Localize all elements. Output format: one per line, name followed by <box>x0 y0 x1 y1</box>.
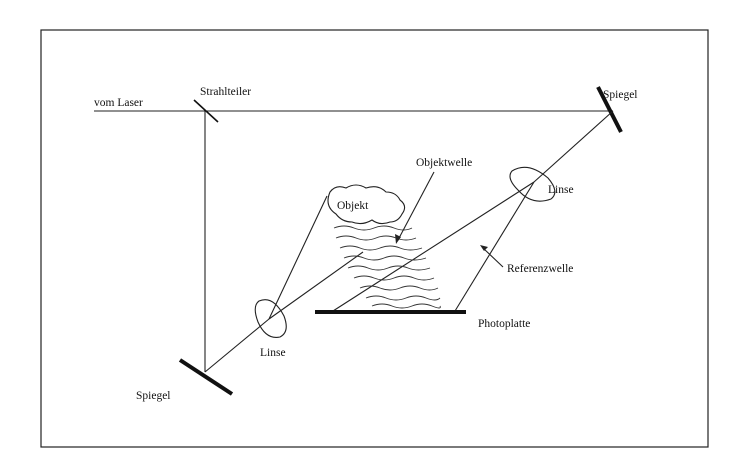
reference-wave-pointer <box>482 247 504 268</box>
object-wave-label: Objektwelle <box>416 157 472 169</box>
lens-right-label: Linse <box>548 184 574 196</box>
object-beam-lower <box>204 318 270 373</box>
laser-label: vom Laser <box>94 97 143 109</box>
object-wave-arrowhead <box>395 234 401 244</box>
object-wave-pointer <box>397 171 435 241</box>
beamsplitter <box>193 99 219 123</box>
object-label: Objekt <box>337 200 369 212</box>
reference-beam-edge <box>454 181 535 312</box>
reference-wave-label: Referenzwelle <box>507 263 573 275</box>
object-outline <box>327 184 406 225</box>
object-beam-edge-b <box>268 251 364 320</box>
object-beam-edge-a <box>268 195 328 320</box>
reference-beam-lower <box>332 181 535 312</box>
lens-left <box>254 299 287 338</box>
diagram-frame <box>40 29 709 448</box>
object-wavefronts <box>333 225 441 309</box>
mirror-top-label: Spiegel <box>603 89 638 101</box>
reference-wave-arrowhead <box>480 245 488 251</box>
beamsplitter-label: Strahlteiler <box>200 86 251 98</box>
mirror-top-right <box>596 86 623 133</box>
reference-beam-upper <box>533 110 614 183</box>
lens-left-label: Linse <box>260 347 286 359</box>
mirror-bottom-label: Spiegel <box>136 390 171 402</box>
lens-right <box>509 166 556 202</box>
photoplate-label: Photoplatte <box>478 318 530 330</box>
mirror-bottom-left <box>178 358 234 396</box>
